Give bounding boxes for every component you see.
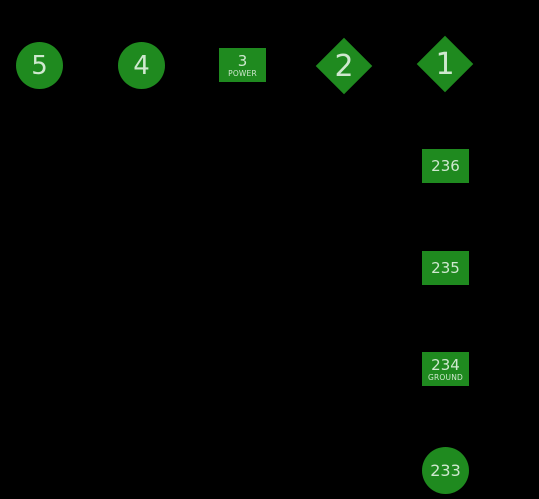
pin-236-number: 236 [431,157,460,175]
pin-234: 234 GROUND [422,352,469,386]
pin-1-number: 1 [435,46,455,82]
pin-3-number: 3 [237,51,248,70]
pin-233-number: 233 [430,461,461,480]
pin-4: 4 [118,42,165,89]
pin-3-label: POWER [228,68,257,78]
pin-234-label: GROUND [427,372,463,382]
pin-235: 235 [422,251,469,285]
pin-4-number: 4 [133,50,150,81]
pin-3: 3 POWER [219,48,266,82]
pin-1: 1 [416,35,474,93]
pin-234-number: 234 [431,355,460,374]
pin-5: 5 [16,42,63,89]
pin-236: 236 [422,149,469,183]
pin-235-number: 235 [431,259,460,277]
pin-5-number: 5 [31,50,48,81]
pin-2: 2 [315,37,373,95]
pin-2-number: 2 [334,48,354,84]
pin-233: 233 [422,447,469,494]
